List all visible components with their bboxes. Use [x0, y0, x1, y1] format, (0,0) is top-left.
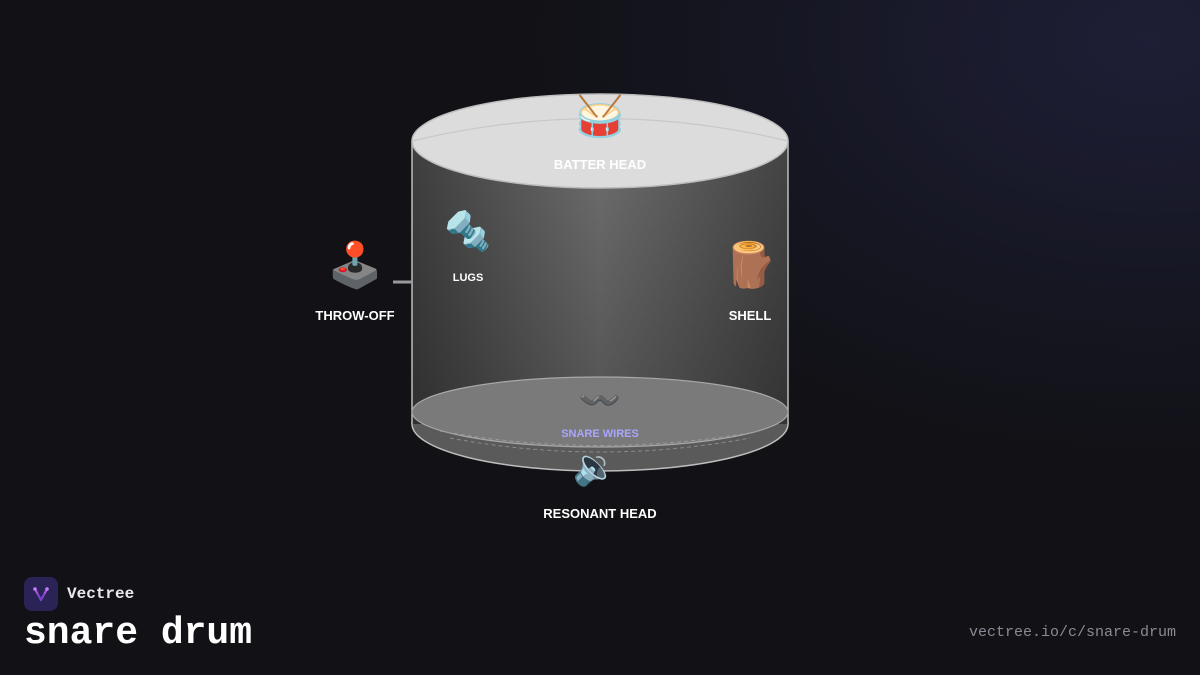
bolt-icon: 🔩: [444, 209, 492, 253]
page-title: snare drum: [24, 612, 253, 655]
resonant-head-label: RESONANT HEAD: [543, 506, 657, 521]
wood-log-icon: 🪵: [722, 240, 778, 291]
snare-wires-label: SNARE WIRES: [561, 428, 639, 440]
page-url-link[interactable]: vectree.io/c/snare-drum: [968, 624, 1176, 641]
wavy-wire-icon: 〰️: [578, 381, 622, 421]
drum-icon: 🥁: [575, 94, 625, 140]
brand-name: Vectree: [67, 585, 135, 603]
lugs-label: LUGS: [452, 272, 484, 284]
joystick-icon: 🕹️: [327, 240, 383, 291]
brand[interactable]: Vectree: [24, 577, 134, 611]
batter-head-label: BATTER HEAD: [553, 157, 647, 172]
throw-off-label: THROW-OFF: [315, 308, 395, 323]
vectree-logo-icon: [24, 577, 58, 611]
speaker-icon: 🔉: [572, 447, 618, 488]
shell-label: SHELL: [728, 308, 772, 323]
